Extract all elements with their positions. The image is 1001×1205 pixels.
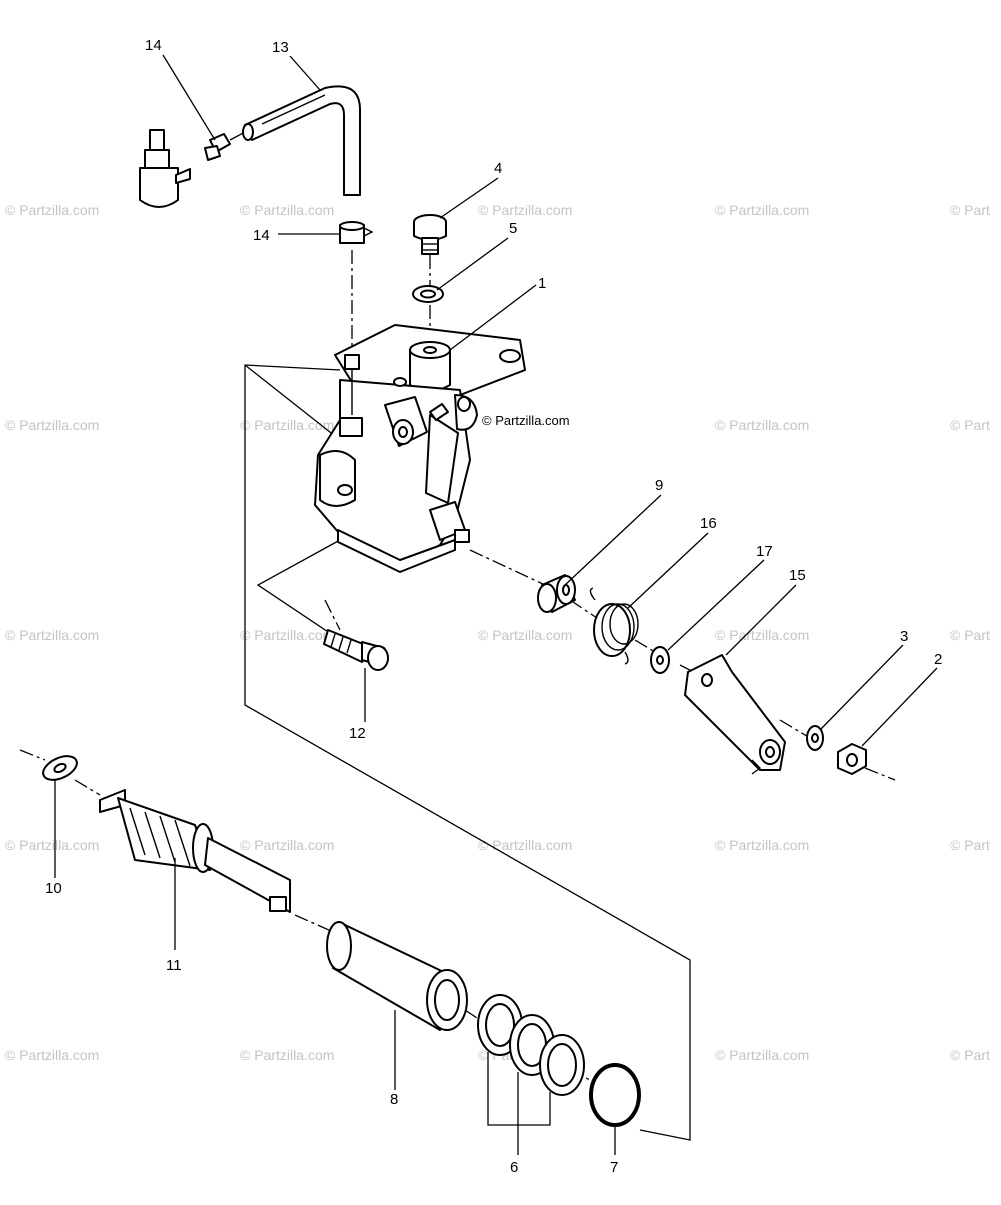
callout-8: 8	[390, 1091, 398, 1108]
callout-4: 4	[494, 160, 502, 177]
drive-gear-shaft-part	[99, 789, 291, 913]
watermark-edge: © Part	[950, 202, 990, 218]
watermark: © Partzilla.com	[240, 417, 334, 433]
watermark: © Partzilla.com	[715, 417, 809, 433]
callout-14: 14	[253, 227, 270, 244]
nut-part-2	[837, 743, 867, 775]
watermark: © Partzilla.com	[5, 417, 99, 433]
oil-line-tube-part	[242, 85, 361, 196]
washer-part-5	[412, 285, 444, 303]
bushing-part-9	[537, 574, 576, 613]
bleed-fitting-part	[139, 129, 231, 208]
o-ring-part-7	[589, 1063, 641, 1127]
watermark: © Partzilla.com	[5, 627, 99, 643]
bolt-part-4	[413, 214, 447, 255]
watermark: © Partzilla.com	[240, 1047, 334, 1063]
callout-12: 12	[349, 725, 366, 742]
watermark: © Partzilla.com	[240, 837, 334, 853]
callout-1: 1	[538, 275, 546, 292]
callout-13: 13	[272, 39, 289, 56]
watermark-edge: © Part	[950, 1047, 990, 1063]
callout-10: 10	[45, 880, 62, 897]
watermark: © Partzilla.com	[240, 627, 334, 643]
watermark: © Partzilla.com	[478, 627, 572, 643]
watermark: © Partzilla.com	[5, 837, 99, 853]
callout-5: 5	[509, 220, 517, 237]
watermark: © Partzilla.com	[715, 837, 809, 853]
callout-7: 7	[610, 1159, 618, 1176]
washer-part-10	[42, 755, 78, 781]
watermark: © Partzilla.com	[5, 202, 99, 218]
screw-part-12	[323, 629, 389, 671]
watermark: © Partzilla.com	[240, 202, 334, 218]
callout-labels: 14 13 4 5 14 1 9 16 17 15 3 2 12 10 11 8…	[45, 37, 942, 1176]
callout-9: 9	[655, 477, 663, 494]
assembly-frame	[244, 364, 691, 1141]
watermark: © Partzilla.com	[715, 1047, 809, 1063]
sleeve-part-8	[326, 921, 468, 1031]
callout-15: 15	[789, 567, 806, 584]
shim-set-part-6	[477, 994, 585, 1096]
watermark: © Partzilla.com	[715, 202, 809, 218]
watermark: © Partzilla.com	[5, 1047, 99, 1063]
axis-lines	[19, 131, 896, 1091]
callout-14: 14	[145, 37, 162, 54]
watermark-edge: © Part	[950, 417, 990, 433]
watermark: © Partzilla.com	[715, 627, 809, 643]
control-lever-part-15	[684, 654, 786, 775]
callout-3: 3	[900, 628, 908, 645]
watermark-edge: © Part	[950, 627, 990, 643]
hose-clamp-part	[339, 221, 374, 244]
oil-pump-body-part	[314, 324, 526, 573]
watermark: © Partzilla.com	[478, 837, 572, 853]
callout-16: 16	[700, 515, 717, 532]
watermark-dark: © Partzilla.com	[482, 413, 570, 428]
washer-part-3	[806, 725, 824, 751]
watermark: © Partzilla.com	[478, 202, 572, 218]
watermark-layer: © Partzilla.com © Partzilla.com © Partzi…	[5, 202, 990, 1063]
washer-part-17	[650, 646, 670, 674]
callout-6: 6	[510, 1159, 518, 1176]
callout-2: 2	[934, 651, 942, 668]
spring-part-16	[589, 587, 639, 665]
watermark-edge: © Part	[950, 837, 990, 853]
callout-11: 11	[166, 957, 182, 974]
leader-lines	[54, 54, 938, 1155]
callout-17: 17	[756, 543, 773, 560]
